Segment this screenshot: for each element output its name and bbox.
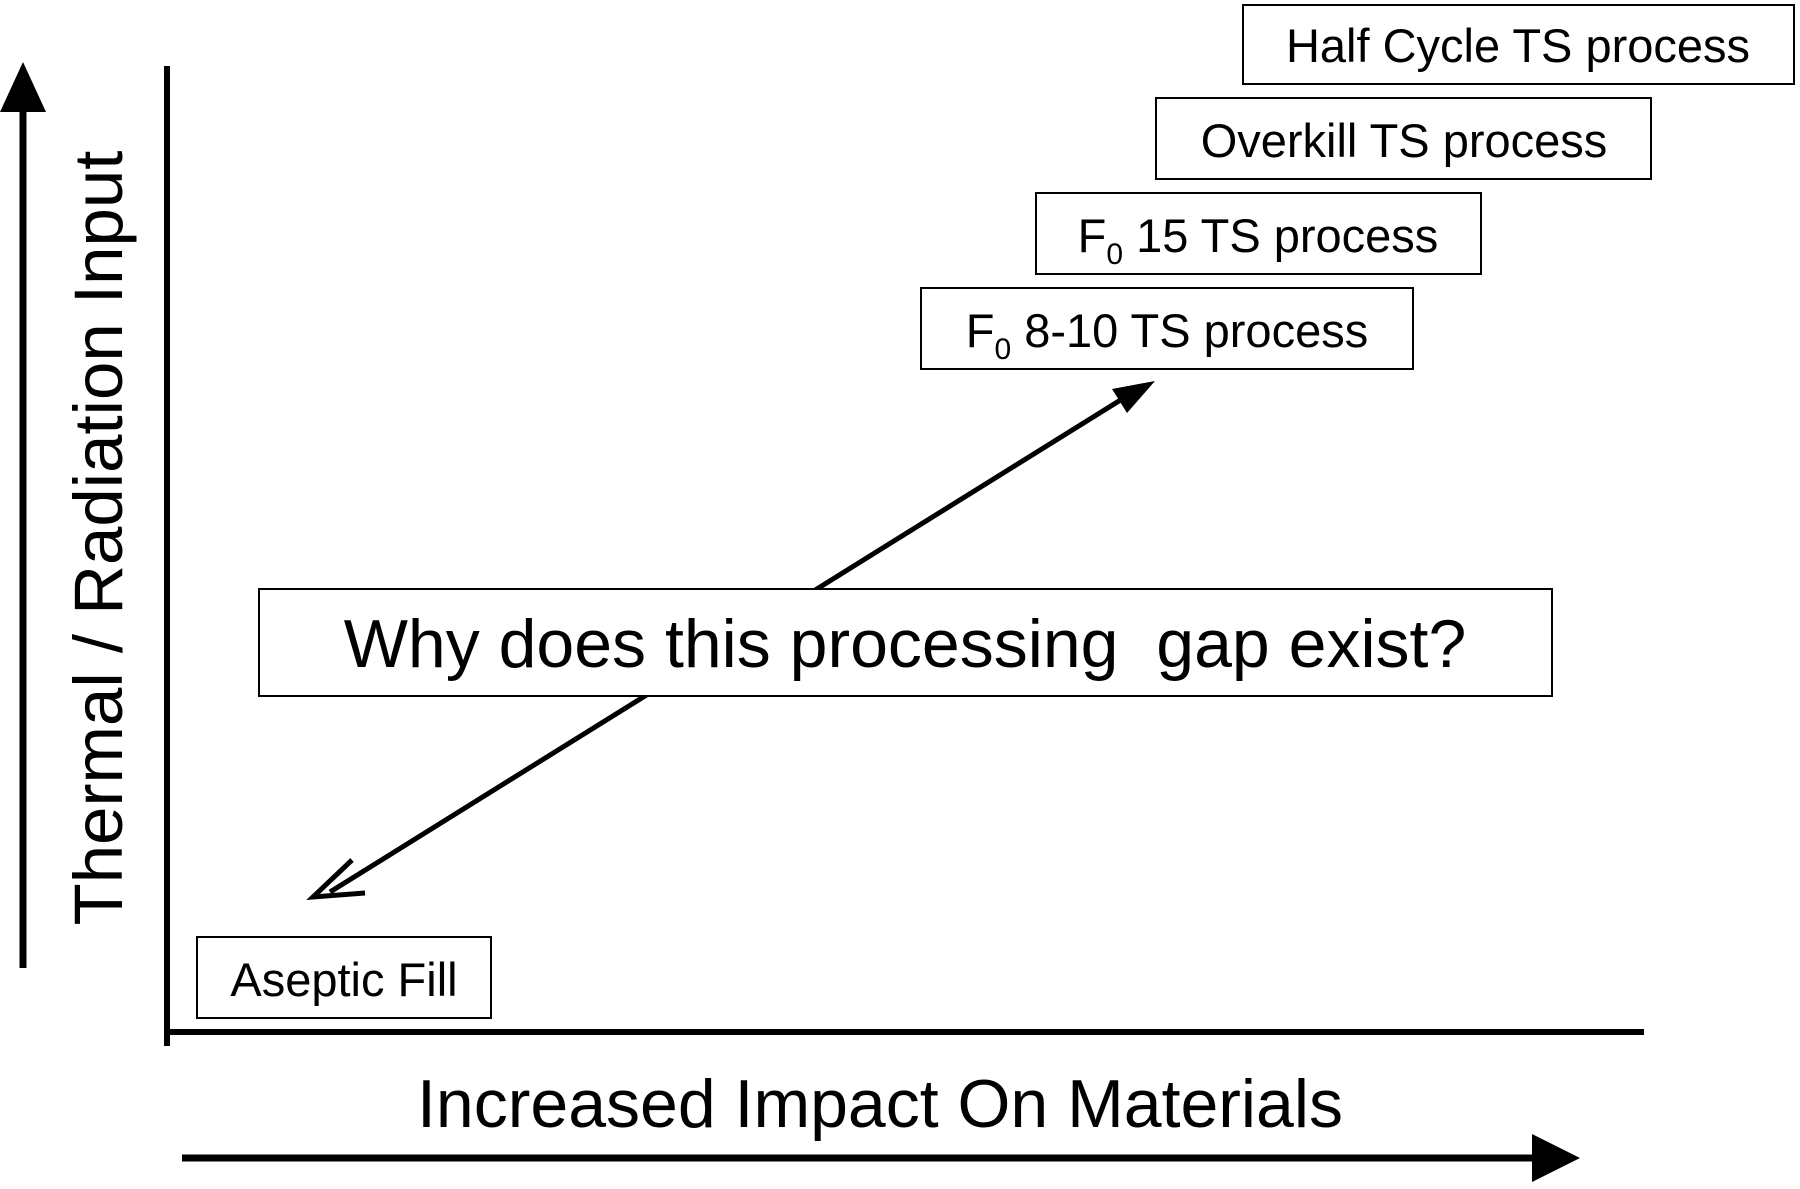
y-direction-arrow [0,62,46,968]
half-cycle-label: Half Cycle TS process [1286,19,1750,72]
question-box: Why does this processing gap exist? [258,588,1553,697]
aseptic-fill-box: Aseptic Fill [196,936,492,1019]
x-axis-label: Increased Impact On Materials [417,1066,1343,1142]
f0-8-10-label: F0 8-10 TS process [966,304,1368,366]
upper-arrowhead [1112,381,1155,413]
f0-15-label: F0 15 TS process [1078,209,1439,271]
overkill-label: Overkill TS process [1201,114,1608,167]
f0-15-box: F0 15 TS process [1035,192,1482,275]
f0-8-10-box: F0 8-10 TS process [920,287,1414,370]
y-axis-label: Thermal / Radiation Input [60,151,137,926]
x-direction-arrow [182,1134,1580,1182]
question-label: Why does this processing gap exist? [344,606,1467,682]
lower-arrowhead [306,858,366,901]
overkill-box: Overkill TS process [1155,97,1652,180]
aseptic-fill-label: Aseptic Fill [230,953,457,1006]
half-cycle-box: Half Cycle TS process [1242,4,1795,85]
